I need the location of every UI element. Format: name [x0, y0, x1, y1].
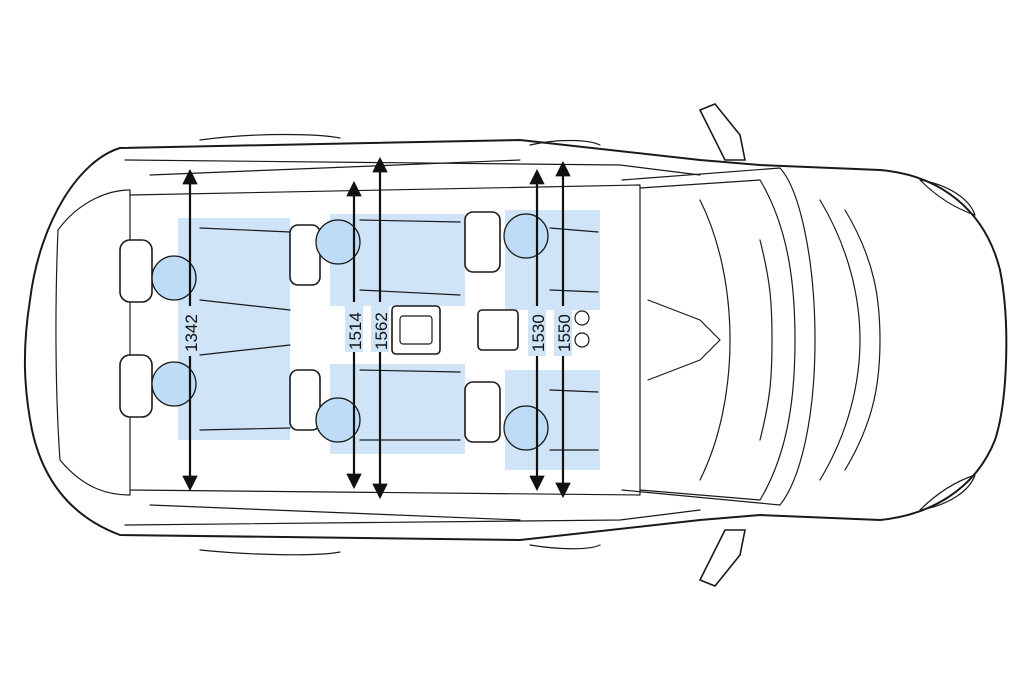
dim-label-1530: 1530: [529, 314, 548, 352]
dim-label-1562: 1562: [372, 312, 391, 350]
dim-label-1514: 1514: [346, 312, 365, 350]
head-front-left: [503, 213, 549, 259]
windshield-area: [621, 167, 881, 506]
dimension-labels: 1342 1514 1562 1530 1550: [181, 302, 574, 356]
head-front-right: [503, 405, 549, 451]
dim-label-1342: 1342: [182, 314, 201, 352]
dim-label-1550: 1550: [555, 314, 574, 352]
rear-seats: [119, 211, 501, 443]
headlights: [919, 179, 976, 511]
side-mirrors: [698, 103, 746, 587]
center-console: [391, 305, 590, 355]
